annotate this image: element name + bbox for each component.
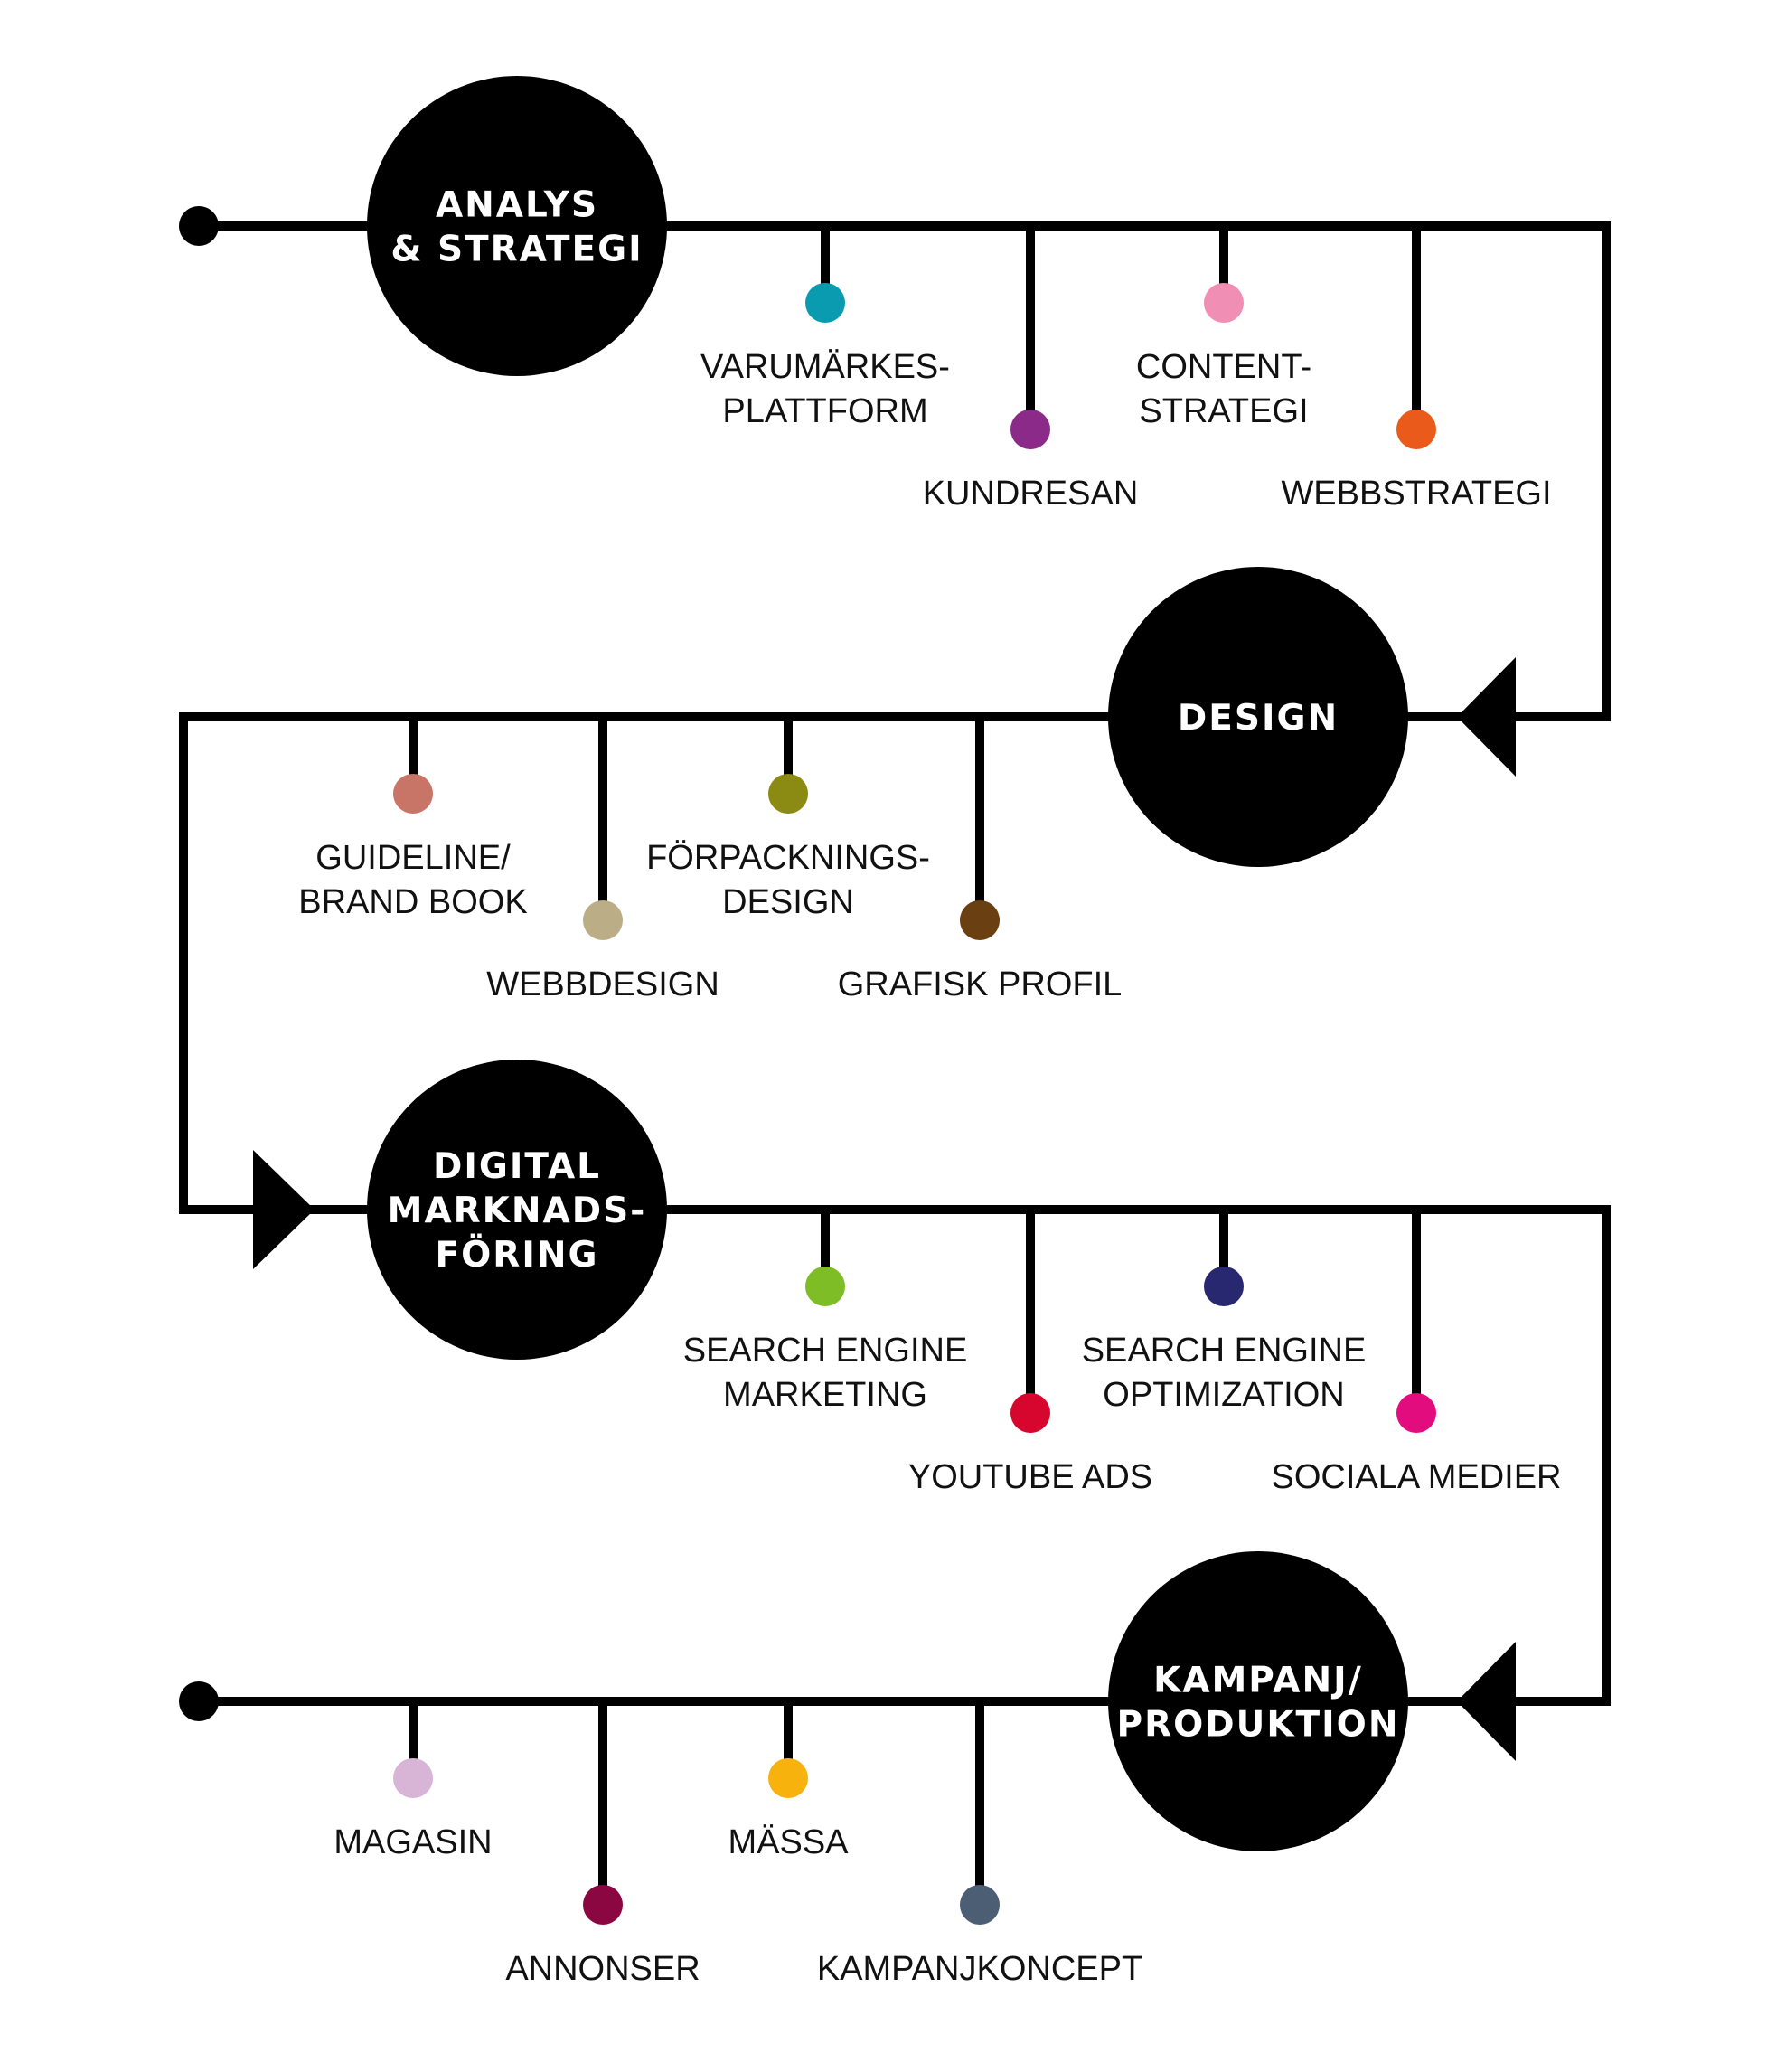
stage-title: KAMPANJ/PRODUKTION bbox=[1117, 1661, 1400, 1746]
branch-label: VARUMÄRKES-PLATTFORM bbox=[700, 348, 950, 430]
branch-dot bbox=[805, 283, 845, 323]
stage-hub-digital-marknadsforing bbox=[367, 1060, 667, 1360]
branch-dot bbox=[1204, 283, 1244, 323]
end-dot bbox=[179, 1681, 219, 1721]
branch-label: KAMPANJKONCEPT bbox=[817, 1950, 1142, 1988]
branch-label: MAGASIN bbox=[334, 1823, 492, 1861]
branch-label: MÄSSA bbox=[728, 1823, 849, 1861]
branch-label: KUNDRESAN bbox=[923, 475, 1139, 513]
stage-hub-kampanj-produktion bbox=[1108, 1551, 1408, 1851]
branch-dot bbox=[805, 1267, 845, 1306]
stage-title: DESIGN bbox=[1178, 698, 1339, 739]
branch-dot bbox=[960, 900, 1000, 940]
branch-label: ANNONSER bbox=[505, 1950, 700, 1988]
branch-dot bbox=[393, 1758, 433, 1798]
branch-dot bbox=[583, 1885, 623, 1925]
start-dot bbox=[179, 206, 219, 246]
branch-dot bbox=[1204, 1267, 1244, 1306]
stage-hub-analys-strategi bbox=[367, 76, 667, 376]
branch-dot bbox=[1010, 1393, 1050, 1433]
branch-dot bbox=[1010, 410, 1050, 449]
stage-hub-design bbox=[1108, 567, 1408, 867]
branch-label: GUIDELINE/BRAND BOOK bbox=[298, 839, 527, 921]
branch-dot bbox=[1396, 1393, 1436, 1433]
branch-label: FÖRPACKNINGS-DESIGN bbox=[646, 839, 930, 921]
branch-label: GRAFISK PROFIL bbox=[838, 965, 1123, 1003]
branch-label: WEBBSTRATEGI bbox=[1281, 475, 1551, 513]
arrow-left-icon bbox=[1457, 1642, 1516, 1761]
branch-label: WEBBDESIGN bbox=[486, 965, 719, 1003]
branch-dot bbox=[583, 900, 623, 940]
branch-label: SOCIALA MEDIER bbox=[1272, 1458, 1562, 1496]
branch-dot bbox=[960, 1885, 1000, 1925]
branch-label: CONTENT-STRATEGI bbox=[1136, 348, 1311, 430]
branch-dot bbox=[393, 774, 433, 814]
stage-title: ANALYS& STRATEGI bbox=[390, 185, 643, 270]
arrow-left-icon bbox=[1457, 657, 1516, 777]
arrow-right-icon bbox=[253, 1150, 315, 1269]
branch-dot bbox=[768, 774, 808, 814]
branch-label: YOUTUBE ADS bbox=[908, 1458, 1152, 1496]
branch-dot bbox=[768, 1758, 808, 1798]
branch-dot bbox=[1396, 410, 1436, 449]
